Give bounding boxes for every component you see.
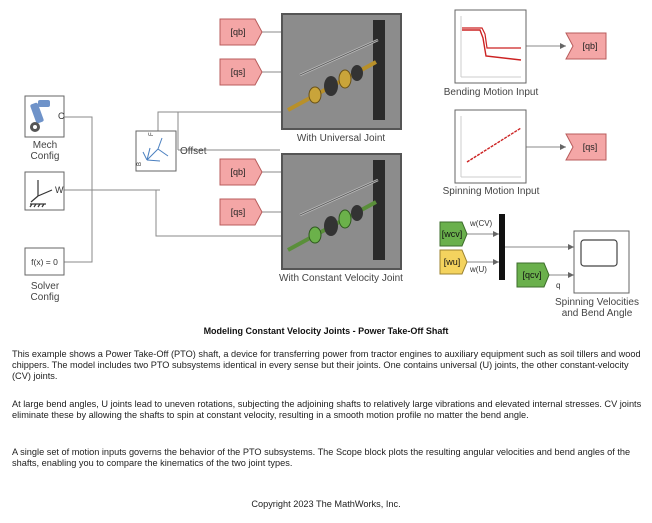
coordinate-frame-icon <box>29 180 53 208</box>
universal-joint-label: With Universal Joint <box>296 133 386 144</box>
bending-motion-input-block[interactable] <box>454 9 527 84</box>
solver-config-block[interactable]: f(x) = 0 <box>24 247 65 276</box>
mux-port-wcv: w(CV) <box>469 219 493 228</box>
from-tag-qb-upper[interactable]: [qb] <box>219 18 263 46</box>
doc-paragraph-1: This example shows a Power Take-Off (PTO… <box>12 349 641 382</box>
frame-port-w: W <box>55 185 64 195</box>
copyright: Copyright 2023 The MathWorks, Inc. <box>251 499 401 509</box>
svg-text:[qcv]: [qcv] <box>522 270 541 280</box>
scope-label: Spinning Velocities and Bend Angle <box>555 297 639 319</box>
mech-config-label: Mech Config <box>30 140 60 162</box>
solver-equation: f(x) = 0 <box>31 257 58 267</box>
doc-paragraph-2: At large bend angles, U joints lead to u… <box>12 399 642 421</box>
svg-text:[qb]: [qb] <box>582 41 597 51</box>
from-tag-qs-upper[interactable]: [qs] <box>219 58 263 86</box>
solver-config-label: Solver Config <box>30 281 60 303</box>
offset-port-b: B <box>137 162 143 166</box>
from-tag-wu[interactable]: [wu] <box>439 249 468 275</box>
offset-port-f: F <box>149 132 155 136</box>
pto-shaft-cv-icon <box>287 160 385 260</box>
from-tag-qcv[interactable]: [qcv] <box>516 262 550 288</box>
svg-text:[qs]: [qs] <box>583 142 598 152</box>
cv-joint-subsystem[interactable] <box>281 153 402 270</box>
cv-joint-label: With Constant Velocity Joint <box>279 273 403 284</box>
scope-screen-icon <box>580 239 618 267</box>
spinning-motion-input-block[interactable] <box>454 109 527 184</box>
bending-input-label: Bending Motion Input <box>443 87 539 98</box>
doc-title: Modeling Constant Velocity Joints - Powe… <box>203 326 449 336</box>
scope-block[interactable]: q <box>556 230 630 294</box>
mux-port-wu: w(U) <box>469 265 487 274</box>
svg-text:[qb]: [qb] <box>230 27 245 37</box>
svg-text:[wu]: [wu] <box>444 257 461 267</box>
from-tag-qb-lower[interactable]: [qb] <box>219 158 263 186</box>
spinning-input-label: Spinning Motion Input <box>442 186 540 197</box>
pto-shaft-universal-icon <box>287 20 385 120</box>
mech-config-block[interactable]: C <box>24 95 65 138</box>
ramp-signal-icon <box>460 116 522 178</box>
rigid-transform-icon <box>142 137 169 162</box>
svg-text:[wcv]: [wcv] <box>442 229 463 239</box>
from-tag-qs-lower[interactable]: [qs] <box>219 198 263 226</box>
world-frame-block[interactable]: W <box>24 171 65 211</box>
offset-label: Offset <box>180 146 207 157</box>
mech-port-c: C <box>58 111 65 121</box>
scope-port-q: q <box>556 281 560 290</box>
wire-bus-cv <box>155 190 282 237</box>
robot-arm-icon <box>30 100 50 132</box>
from-tag-wcv[interactable]: [wcv] <box>439 221 468 247</box>
wire-mech <box>64 116 93 190</box>
model-canvas: C W f(x) = 0 B F <box>24 9 630 294</box>
svg-text:[qs]: [qs] <box>231 207 246 217</box>
goto-tag-qs[interactable]: [qs] <box>565 133 607 161</box>
svg-text:[qs]: [qs] <box>231 67 246 77</box>
wire-offset-uj <box>157 111 282 150</box>
wire-solver <box>64 190 93 263</box>
goto-tag-qb[interactable]: [qb] <box>565 32 607 60</box>
svg-text:[qb]: [qb] <box>230 167 245 177</box>
offset-block[interactable]: B F <box>135 130 177 172</box>
step-signal-icon <box>460 16 522 78</box>
universal-joint-subsystem[interactable] <box>281 13 402 130</box>
mux-block[interactable]: w(CV) w(U) <box>469 214 505 280</box>
doc-paragraph-3: A single set of motion inputs governs th… <box>12 447 631 469</box>
